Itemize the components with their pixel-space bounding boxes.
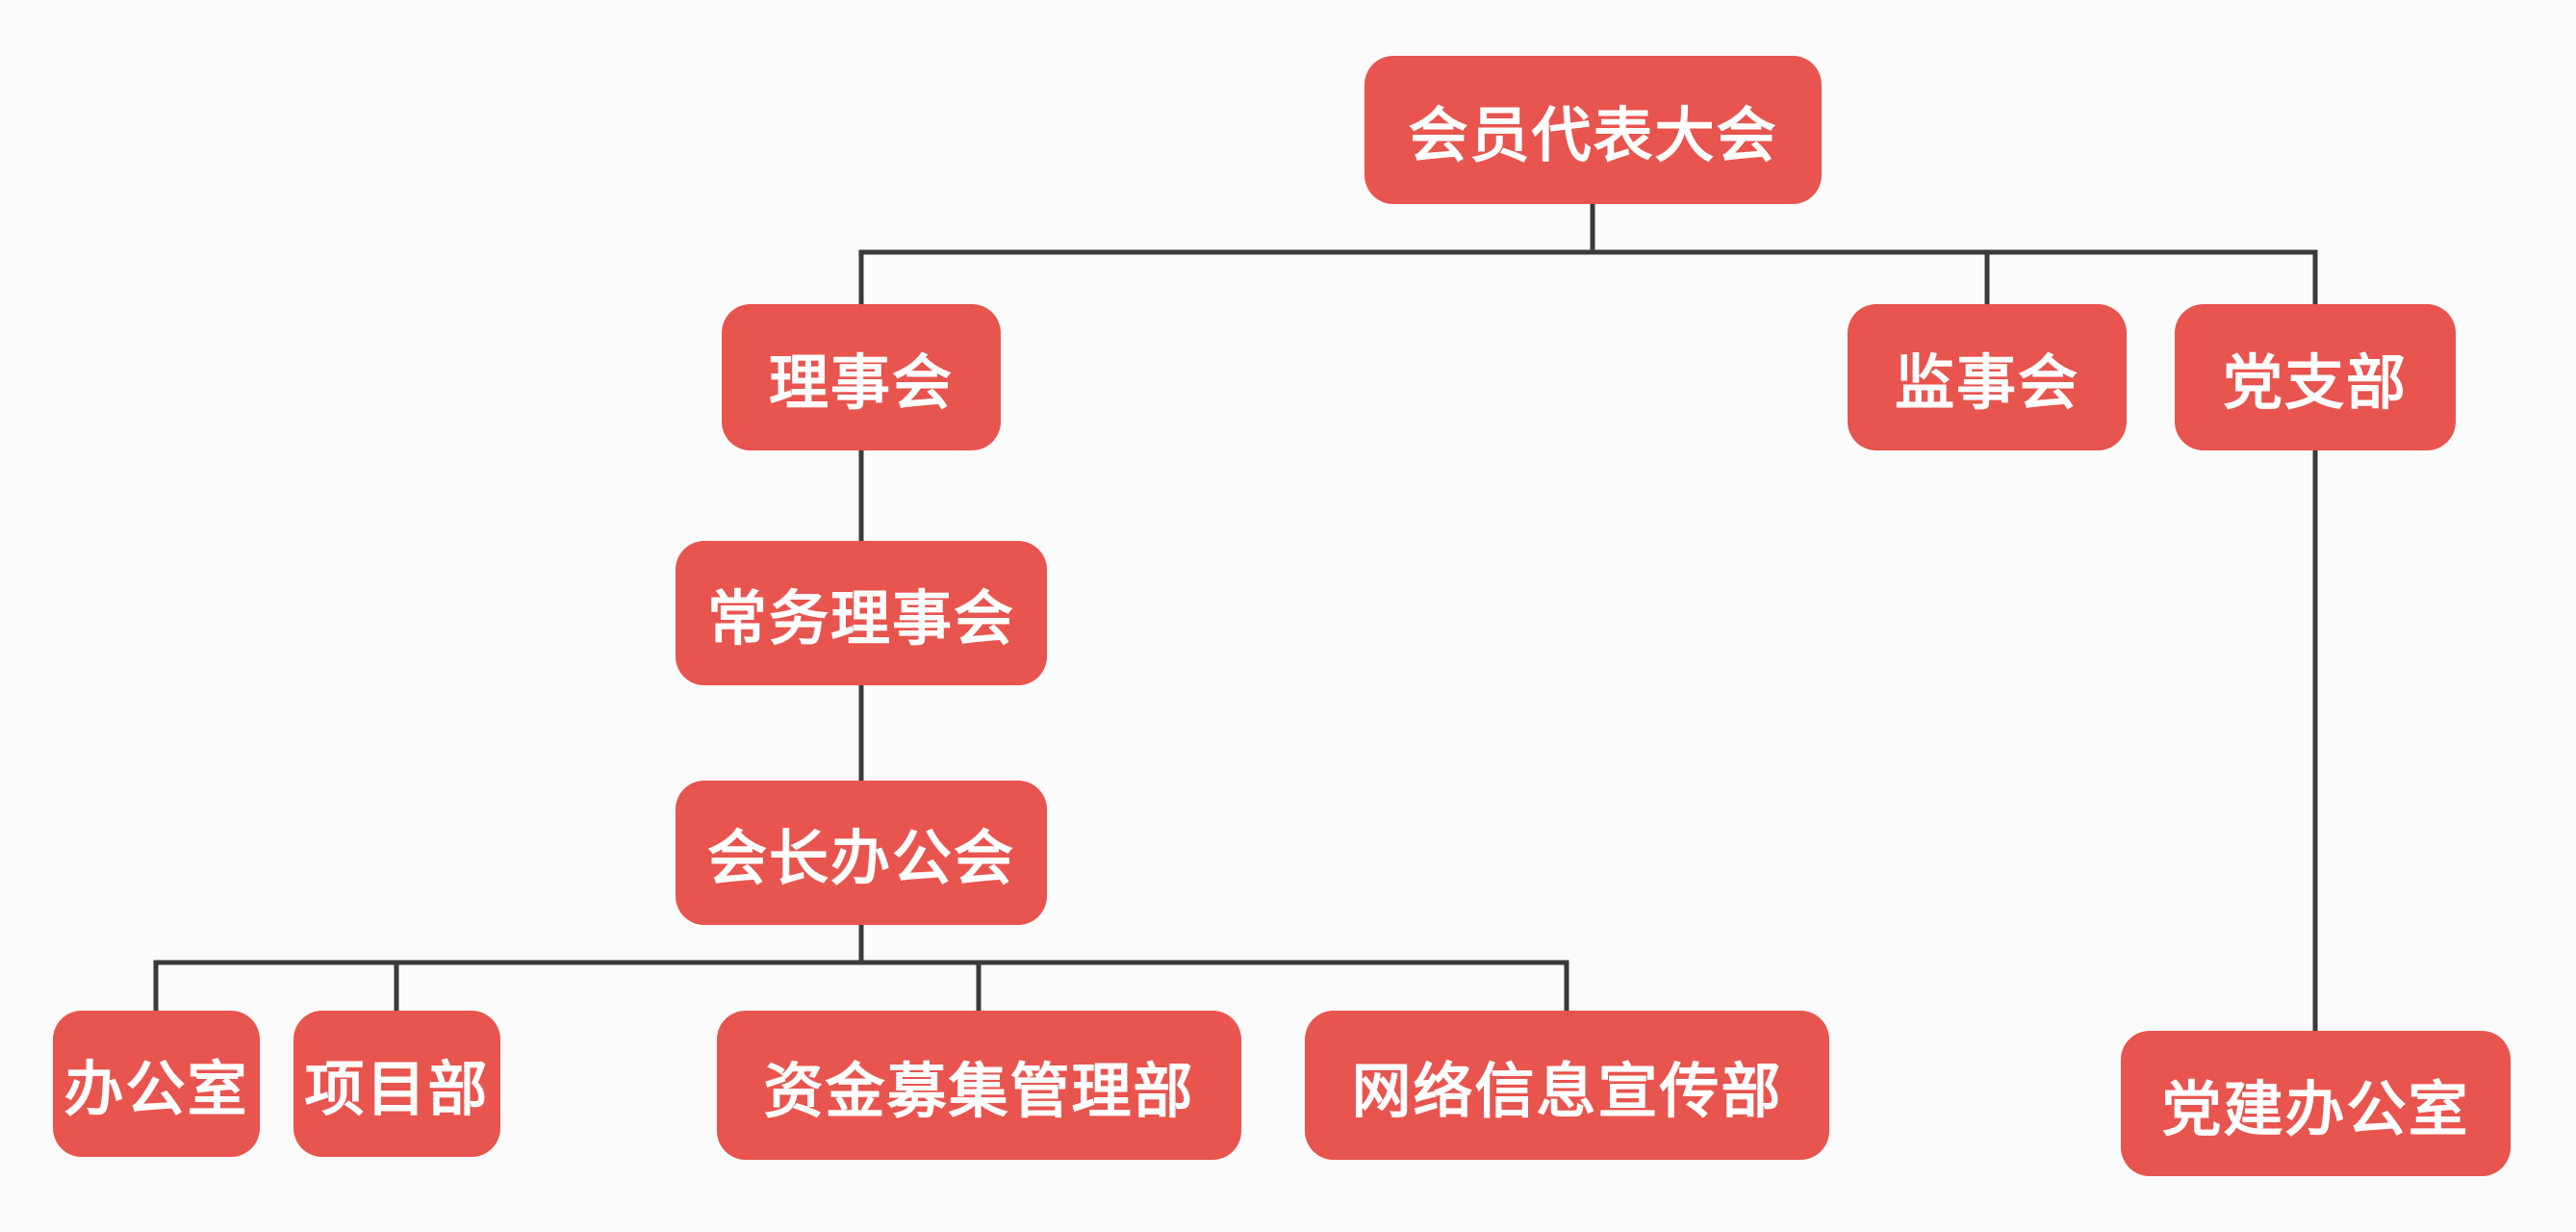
org-node-member-congress: 会员代表大会 bbox=[1365, 56, 1822, 204]
org-node-fundraising-dept: 资金募集管理部 bbox=[717, 1011, 1241, 1160]
org-node-president-office-meeting: 会长办公会 bbox=[676, 781, 1047, 925]
org-node-council: 理事会 bbox=[722, 304, 1001, 450]
org-node-standing-council: 常务理事会 bbox=[676, 541, 1047, 685]
org-node-party-branch: 党支部 bbox=[2175, 304, 2456, 450]
org-node-network-info-dept: 网络信息宣传部 bbox=[1305, 1011, 1829, 1160]
org-node-project-dept: 项目部 bbox=[293, 1011, 500, 1157]
org-node-general-office: 办公室 bbox=[53, 1011, 260, 1157]
org-node-party-building-office: 党建办公室 bbox=[2121, 1031, 2511, 1176]
org-node-supervisory-board: 监事会 bbox=[1848, 304, 2127, 450]
